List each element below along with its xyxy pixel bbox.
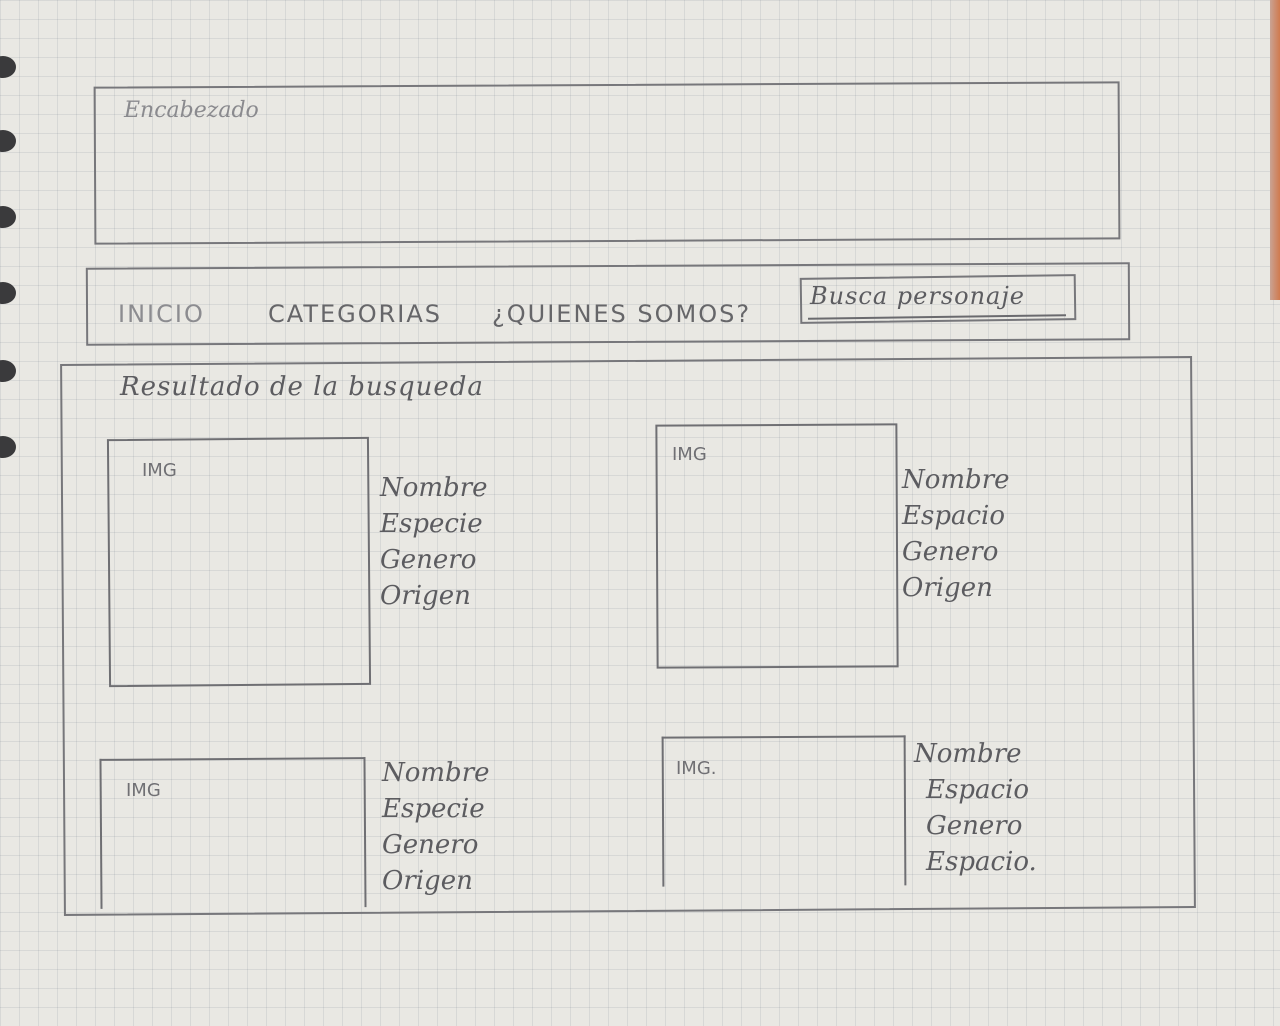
header-label: Encabezado (124, 98, 259, 123)
binder-ring (0, 436, 16, 458)
field-genero: Genero (382, 830, 479, 860)
field-genero: Genero (926, 811, 1023, 841)
field-genero: Genero (380, 545, 477, 575)
results-title: Resultado de la busqueda (120, 372, 484, 402)
field-nombre: Nombre (902, 465, 1010, 495)
field-genero: Genero (902, 537, 999, 567)
field-espacio: Espacio. (926, 847, 1037, 877)
field-especie: Especie (382, 794, 485, 824)
field-espacio: Espacio (926, 775, 1029, 805)
nav-item-categorias[interactable]: CATEGORIAS (268, 300, 443, 328)
character-details: Nombre Especie Genero Origen (380, 470, 488, 614)
character-details: Nombre Espacio Genero Origen (902, 462, 1010, 606)
field-nombre: Nombre (380, 473, 488, 503)
field-origen: Origen (380, 581, 471, 611)
field-espacio: Espacio (902, 501, 1005, 531)
field-origen: Origen (382, 866, 473, 896)
search-placeholder: Busca personaje (810, 282, 1026, 310)
field-origen: Origen (902, 573, 993, 603)
notebook-edge (1270, 0, 1280, 300)
field-nombre: Nombre (914, 739, 1022, 769)
binder-ring (0, 56, 16, 78)
image-label: IMG (672, 444, 707, 465)
character-details: Nombre Especie Genero Origen (382, 755, 490, 899)
binder-ring (0, 130, 16, 152)
binder-ring (0, 282, 16, 304)
binder-ring (0, 206, 16, 228)
nav-item-inicio[interactable]: INICIO (118, 300, 205, 328)
field-especie: Especie (380, 509, 483, 539)
nav-item-quienes-somos[interactable]: ¿QUIENES SOMOS? (492, 300, 752, 328)
image-label: IMG (142, 460, 177, 481)
field-nombre: Nombre (382, 758, 490, 788)
character-details: Nombre Espacio Genero Espacio. (914, 736, 1037, 880)
binder-ring (0, 360, 16, 382)
image-label: IMG (126, 780, 161, 801)
image-label: IMG. (676, 758, 717, 779)
